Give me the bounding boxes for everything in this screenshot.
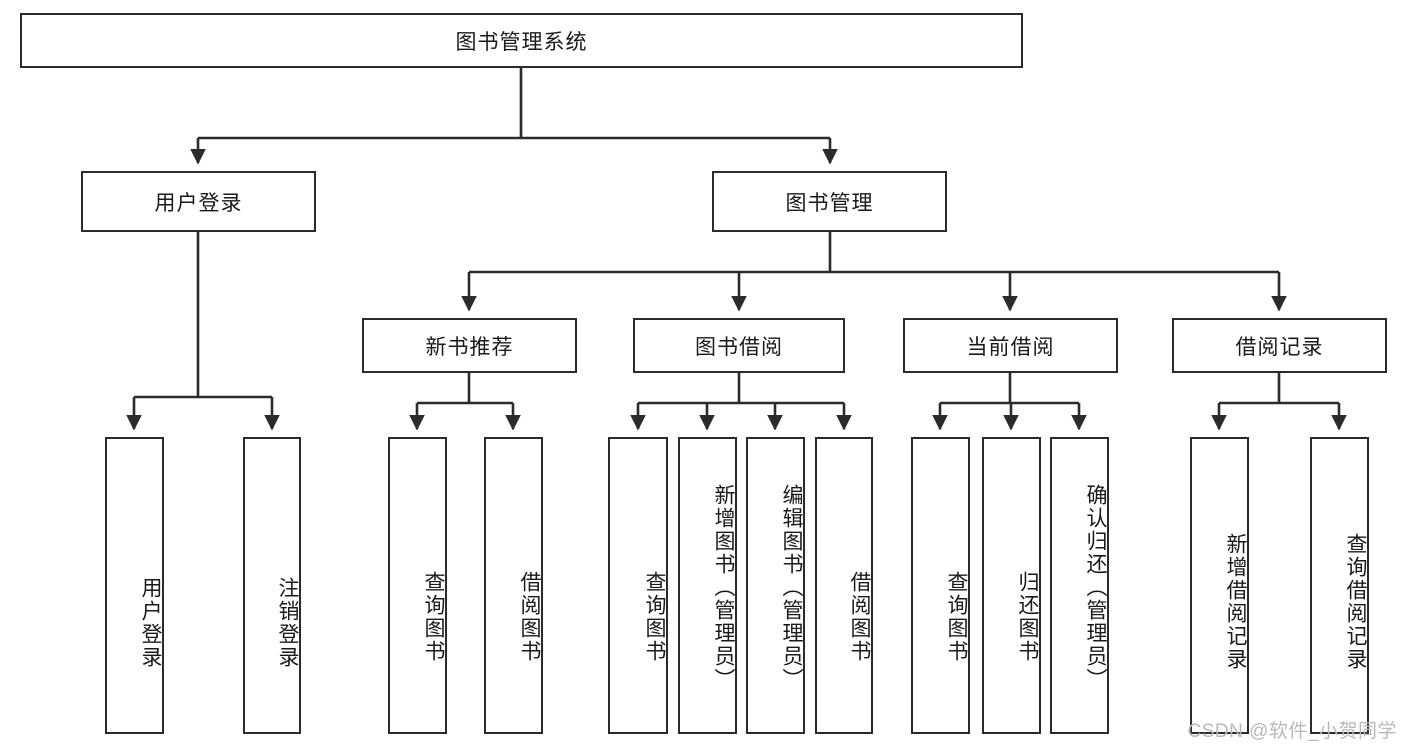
- node-borrow-record[interactable]: 借阅记录: [1172, 318, 1387, 373]
- node-leaf-borrow-add-book-label: 新增图书（管理员）: [712, 484, 735, 691]
- node-book-manage[interactable]: 图书管理: [712, 171, 947, 232]
- node-leaf-borrow-lend-book-label: 借阅图书: [848, 570, 871, 663]
- node-leaf-user-logout[interactable]: 注销登录: [243, 437, 301, 734]
- node-leaf-rec-add[interactable]: 新增借阅记录: [1190, 437, 1249, 734]
- node-book-manage-label: 图书管理: [785, 191, 874, 215]
- node-leaf-cur-query-book-label: 查询图书: [945, 570, 968, 663]
- node-current-borrow-label: 当前借阅: [966, 335, 1055, 359]
- node-new-book-rec[interactable]: 新书推荐: [362, 318, 577, 373]
- node-root-label: 图书管理系统: [455, 30, 588, 54]
- node-leaf-rec-borrow-book-label: 借阅图书: [518, 570, 541, 663]
- node-leaf-borrow-edit-book-label: 编辑图书（管理员）: [780, 484, 803, 691]
- node-user-login-label: 用户登录: [154, 191, 243, 215]
- node-new-book-rec-label: 新书推荐: [425, 335, 514, 359]
- node-book-borrow-label: 图书借阅: [695, 335, 783, 359]
- node-book-borrow[interactable]: 图书借阅: [633, 318, 845, 373]
- node-borrow-record-label: 借阅记录: [1235, 335, 1324, 359]
- node-leaf-cur-return-book-label: 归还图书: [1016, 570, 1039, 663]
- node-leaf-rec-borrow-book[interactable]: 借阅图书: [484, 437, 543, 734]
- node-leaf-rec-query[interactable]: 查询借阅记录: [1310, 437, 1369, 734]
- node-leaf-rec-add-label: 新增借阅记录: [1224, 532, 1247, 671]
- node-leaf-user-login[interactable]: 用户登录: [105, 437, 164, 734]
- node-user-login[interactable]: 用户登录: [81, 171, 316, 232]
- node-leaf-borrow-query-book[interactable]: 查询图书: [608, 437, 668, 734]
- node-current-borrow[interactable]: 当前借阅: [903, 318, 1118, 373]
- node-leaf-cur-confirm[interactable]: 确认归还（管理员）: [1050, 437, 1109, 734]
- node-leaf-cur-return-book[interactable]: 归还图书: [982, 437, 1041, 734]
- node-leaf-rec-query-book-label: 查询图书: [422, 570, 445, 663]
- node-leaf-borrow-lend-book[interactable]: 借阅图书: [815, 437, 873, 734]
- node-leaf-borrow-query-book-label: 查询图书: [643, 570, 666, 663]
- node-leaf-rec-query-label: 查询借阅记录: [1344, 532, 1367, 671]
- node-leaf-user-logout-label: 注销登录: [276, 577, 299, 669]
- node-leaf-cur-query-book[interactable]: 查询图书: [911, 437, 970, 734]
- watermark-text: CSDN @软件_小贺同学: [1187, 721, 1397, 742]
- node-root[interactable]: 图书管理系统: [20, 13, 1023, 68]
- node-leaf-borrow-edit-book[interactable]: 编辑图书（管理员）: [746, 437, 805, 734]
- node-leaf-cur-confirm-label: 确认归还（管理员）: [1084, 484, 1107, 691]
- node-leaf-borrow-add-book[interactable]: 新增图书（管理员）: [678, 437, 737, 734]
- node-leaf-rec-query-book[interactable]: 查询图书: [388, 437, 447, 734]
- node-leaf-user-login-label: 用户登录: [139, 577, 162, 669]
